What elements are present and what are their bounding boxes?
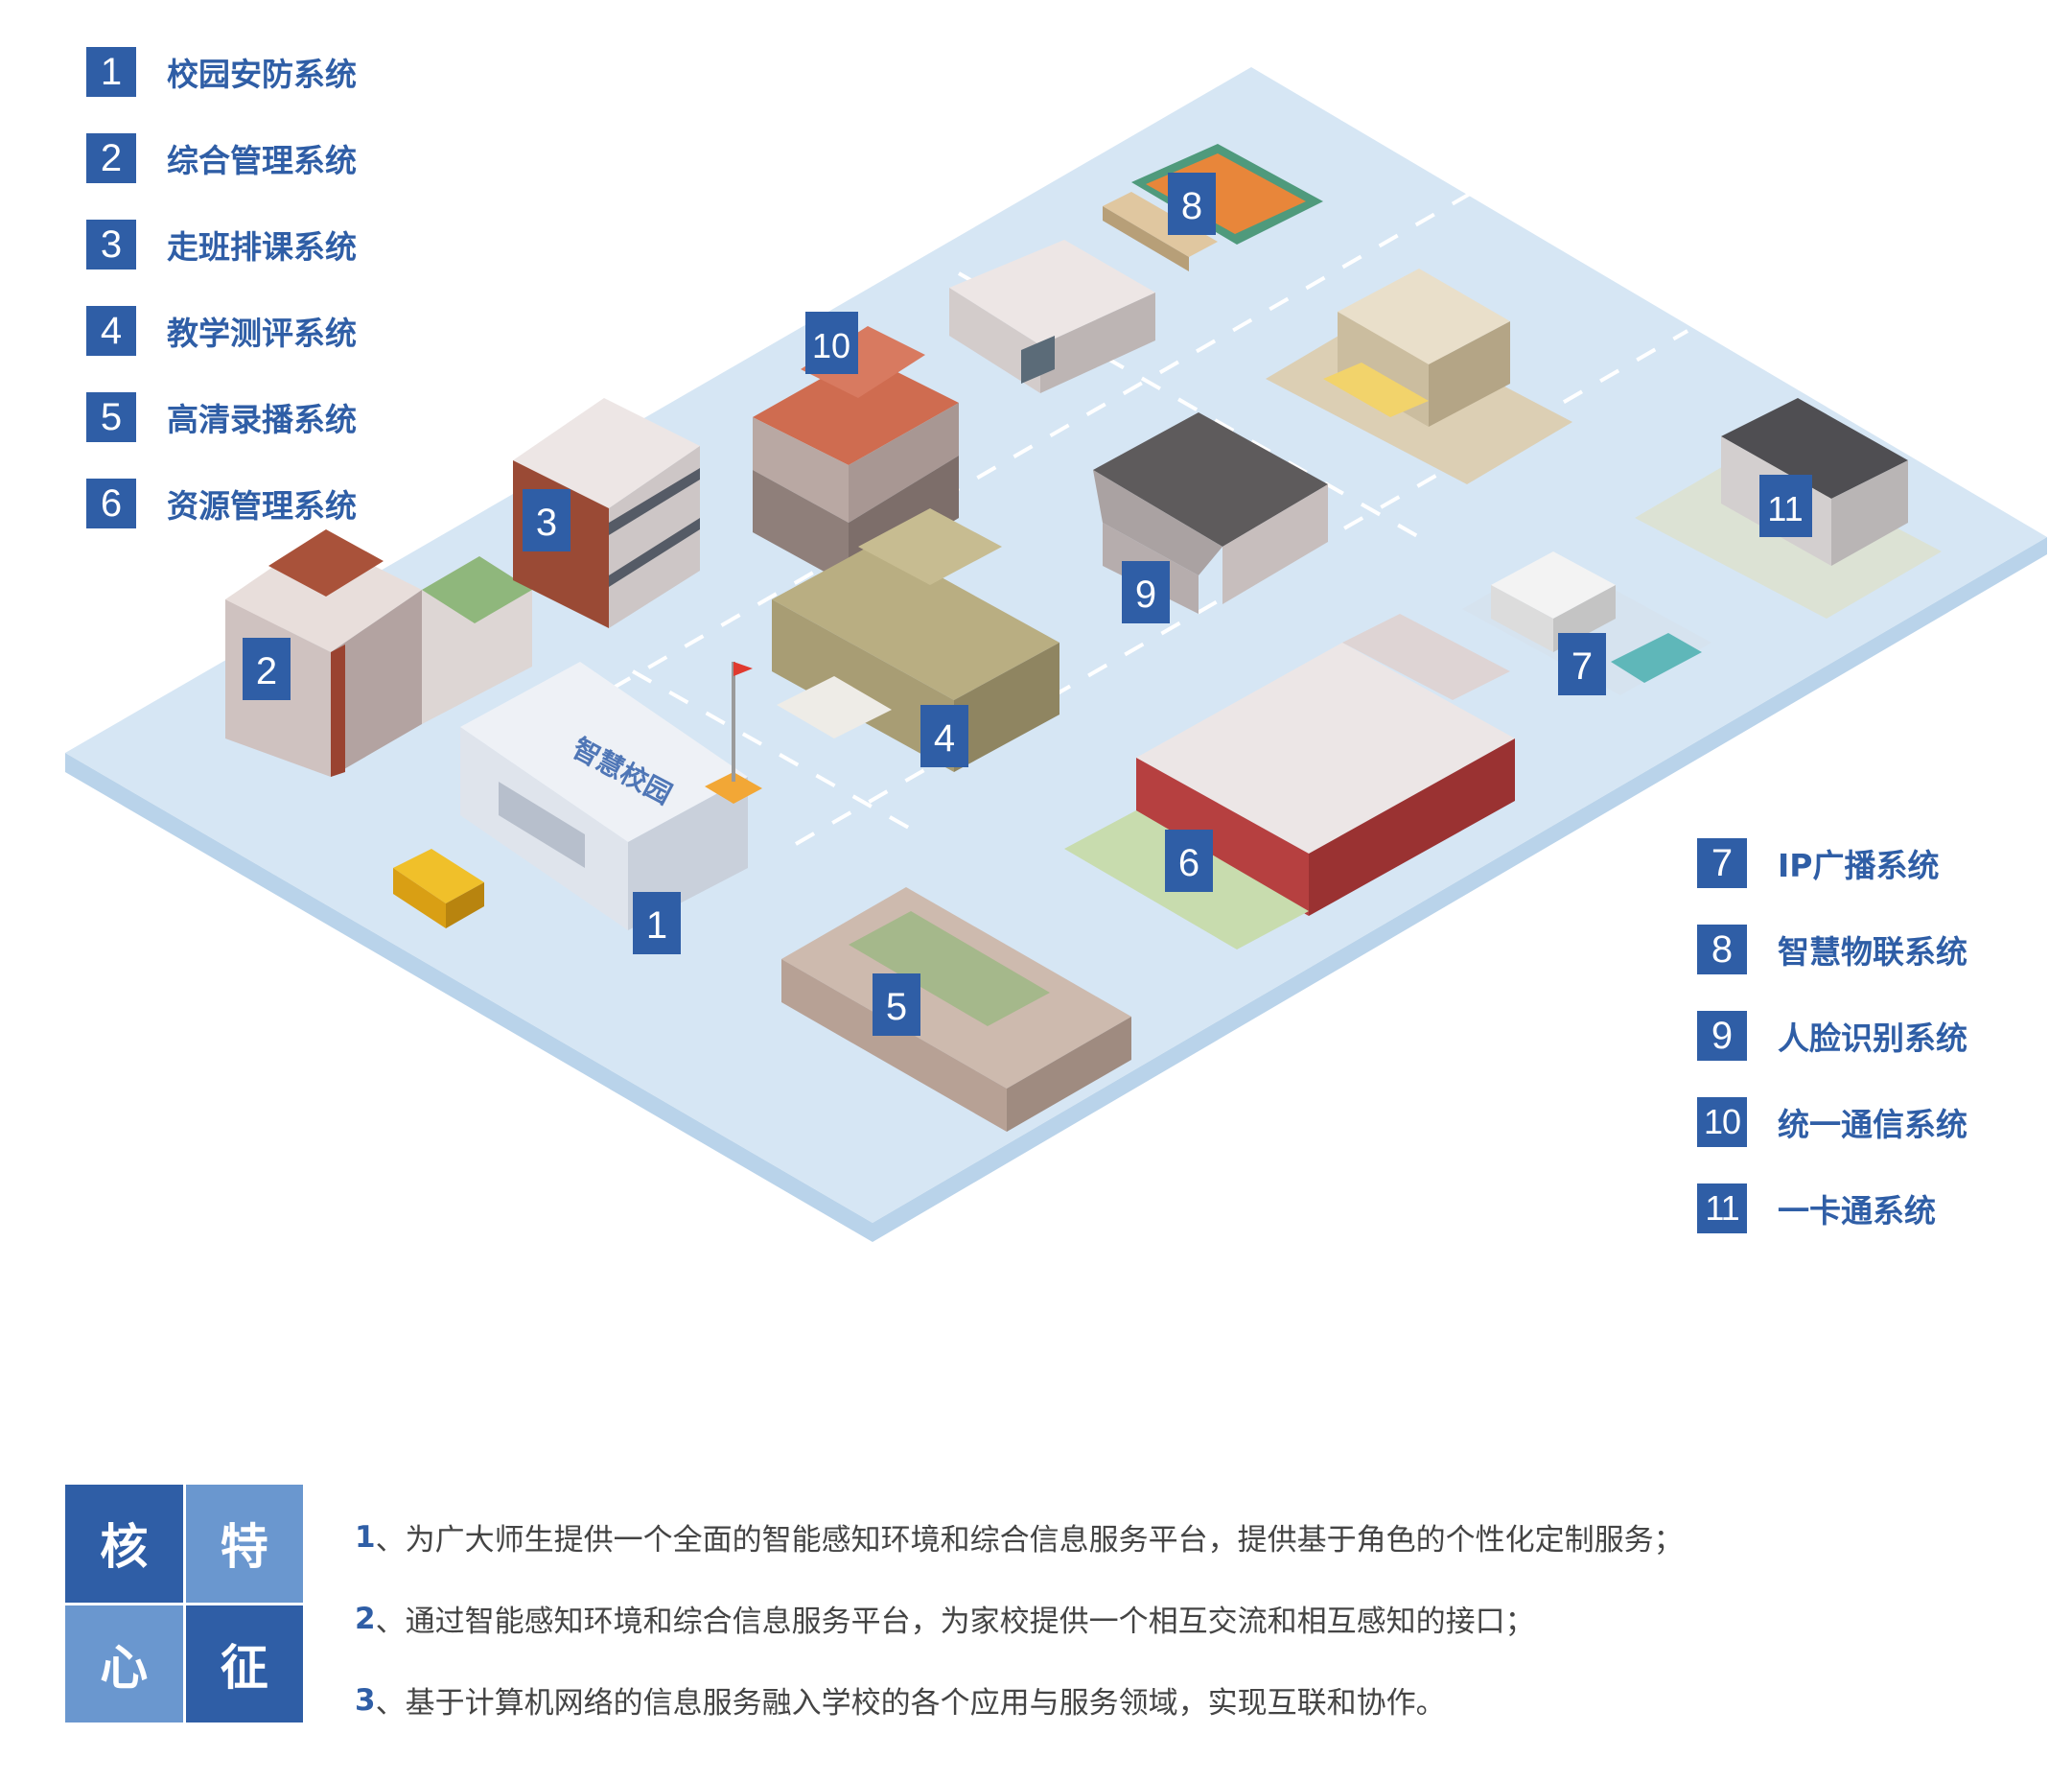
legend-number: 9 (1697, 1011, 1747, 1061)
legend-number: 6 (86, 479, 136, 528)
svg-text:7: 7 (1571, 645, 1593, 688)
legend-label: 资源管理系统 (167, 487, 357, 525)
legend-item: 1 校园安防系统 (86, 29, 357, 115)
legend-item: 3 走班排课系统 (86, 201, 357, 288)
legend-item: 11 一卡通系统 (1697, 1165, 1967, 1252)
legend-label: 校园安防系统 (167, 56, 357, 93)
building-top-center (949, 240, 1155, 393)
feature-item: 3、基于计算机网络的信息服务融入学校的各个应用与服务领域，实现互联和协作。 (355, 1659, 1684, 1741)
feature-number: 2 (355, 1601, 376, 1636)
svg-text:8: 8 (1181, 185, 1202, 227)
legend-number: 5 (86, 392, 136, 442)
feature-item: 2、通过智能感知环境和综合信息服务平台，为家校提供一个相互交流和相互感知的接口； (355, 1578, 1684, 1659)
legend-item: 5 高清录播系统 (86, 374, 357, 460)
map-marker-8: 8 (1168, 173, 1216, 235)
legend-item: 7 IP广播系统 (1697, 820, 1967, 906)
legend-number: 3 (86, 220, 136, 269)
building-7 (1462, 551, 1711, 695)
core-features-grid: 核 特 心 征 (65, 1485, 303, 1722)
map-marker-7: 7 (1558, 633, 1606, 695)
legend-label: 教学测评系统 (167, 315, 357, 352)
feature-grid-cell: 心 (65, 1605, 183, 1722)
map-marker-10: 10 (805, 312, 858, 374)
legend-right: 7 IP广播系统 8 智慧物联系统 9 人脸识别系统 10 统一通信系统 11 一卡通系统 (1697, 820, 1967, 1252)
building-10 (753, 326, 959, 585)
legend-item: 4 教学测评系统 (86, 288, 357, 374)
map-marker-4: 4 (920, 705, 968, 767)
legend-label: 智慧物联系统 (1778, 933, 1967, 971)
legend-label: 综合管理系统 (167, 142, 357, 179)
map-marker-6: 6 (1165, 830, 1213, 892)
legend-label: 统一通信系统 (1778, 1106, 1967, 1143)
legend-label: 人脸识别系统 (1778, 1019, 1967, 1057)
map-markers: 1 2 3 4 5 6 7 8 9 10 11 (243, 173, 1812, 1036)
map-marker-2: 2 (243, 638, 291, 700)
building-9-house (1093, 412, 1328, 614)
legend-number: 1 (86, 47, 136, 97)
map-marker-11: 11 (1759, 475, 1812, 537)
map-marker-9: 9 (1122, 561, 1170, 623)
feature-number: 1 (355, 1519, 376, 1555)
legend-item: 8 智慧物联系统 (1697, 906, 1967, 993)
feature-text: 、通过智能感知环境和综合信息服务平台，为家校提供一个相互交流和相互感知的接口； (375, 1605, 1535, 1639)
map-marker-5: 5 (873, 973, 920, 1036)
svg-text:2: 2 (256, 650, 277, 692)
map-marker-3: 3 (523, 489, 570, 551)
feature-item: 1、为广大师生提供一个全面的智能感知环境和综合信息服务平台，提供基于角色的个性化… (355, 1496, 1684, 1578)
feature-text: 、为广大师生提供一个全面的智能感知环境和综合信息服务平台，提供基于角色的个性化定… (375, 1523, 1684, 1558)
legend-label: 走班排课系统 (167, 228, 357, 266)
building-6 (1064, 614, 1515, 949)
building-gate: 智慧校园 (460, 662, 748, 930)
feature-grid-cell: 征 (185, 1605, 303, 1722)
svg-text:9: 9 (1135, 574, 1156, 616)
legend-number: 8 (1697, 925, 1747, 974)
feature-number: 3 (355, 1682, 376, 1718)
building-3 (513, 398, 700, 628)
legend-label: IP广播系统 (1778, 847, 1940, 884)
school-bus (393, 849, 484, 928)
building-4 (772, 508, 1059, 772)
legend-number: 11 (1697, 1183, 1747, 1233)
map-marker-1: 1 (633, 892, 681, 954)
legend-item: 6 资源管理系统 (86, 460, 357, 547)
feature-text: 、基于计算机网络的信息服务融入学校的各个应用与服务领域，实现互联和协作。 (375, 1686, 1446, 1721)
svg-text:3: 3 (536, 502, 557, 544)
legend-item: 9 人脸识别系统 (1697, 993, 1967, 1079)
feature-grid-cell: 特 (185, 1485, 303, 1603)
svg-text:11: 11 (1767, 489, 1803, 528)
legend-number: 4 (86, 306, 136, 356)
svg-text:1: 1 (646, 904, 667, 947)
svg-text:4: 4 (934, 717, 955, 760)
svg-text:5: 5 (886, 986, 907, 1028)
features-list: 1、为广大师生提供一个全面的智能感知环境和综合信息服务平台，提供基于角色的个性化… (355, 1496, 1684, 1741)
building-shop (1266, 269, 1572, 484)
legend-number: 10 (1697, 1097, 1747, 1147)
building-5 (781, 887, 1131, 1132)
legend-number: 2 (86, 133, 136, 183)
svg-text:6: 6 (1178, 842, 1199, 884)
svg-text:10: 10 (812, 326, 850, 365)
legend-label: 高清录播系统 (167, 401, 357, 438)
legend-number: 7 (1697, 838, 1747, 888)
flagpole (705, 662, 762, 804)
legend-item: 10 统一通信系统 (1697, 1079, 1967, 1165)
feature-grid-cell: 核 (65, 1485, 183, 1603)
legend-label: 一卡通系统 (1778, 1192, 1936, 1230)
legend-item: 2 综合管理系统 (86, 115, 357, 201)
